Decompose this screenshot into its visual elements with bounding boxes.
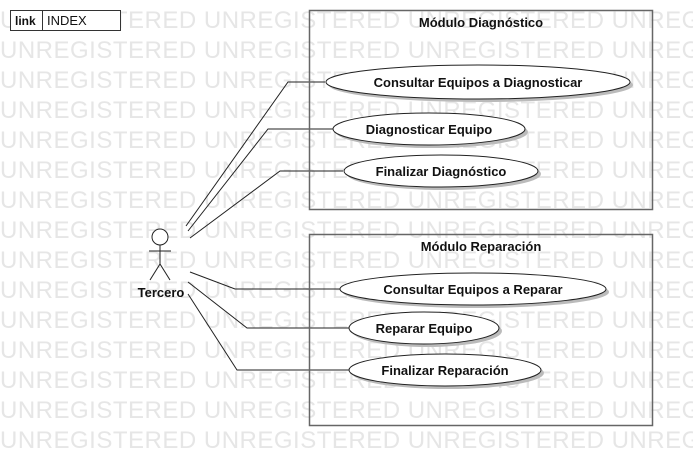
use-case-consultar-equipos-a-reparar[interactable]: Consultar Equipos a Reparar xyxy=(339,272,609,308)
tag-value: INDEX xyxy=(47,13,87,28)
use-case-label: Finalizar Reparación xyxy=(381,363,508,378)
actor-tercero[interactable] xyxy=(149,228,171,281)
package-reparacion[interactable]: Módulo Reparación Consultar Equipos a Re… xyxy=(308,233,654,427)
use-case-label: Finalizar Diagnóstico xyxy=(376,164,507,179)
watermark-text: UNREGISTERED UNREGISTERED UNREGISTERED U… xyxy=(0,427,693,454)
association-consultar-diagnosticar xyxy=(185,81,325,227)
watermark-text: UNREGISTERED UNREGISTERED UNREGISTERED U… xyxy=(0,217,693,244)
package-diagnostico[interactable]: Módulo Diagnóstico Consultar Equipos a D… xyxy=(308,9,654,211)
tag-box: link INDEX xyxy=(10,10,121,31)
use-case-label: Consultar Equipos a Diagnosticar xyxy=(374,75,583,90)
associations xyxy=(185,81,349,371)
use-case-finalizar-diagnostico[interactable]: Finalizar Diagnóstico xyxy=(343,154,541,190)
watermark-text: UNREGISTERED UNREGISTERED UNREGISTERED U… xyxy=(0,307,693,334)
use-case-consultar-equipos-a-diagnosticar[interactable]: Consultar Equipos a Diagnosticar xyxy=(325,64,633,102)
watermark-text: UNREGISTERED UNREGISTERED UNREGISTERED U… xyxy=(0,397,693,424)
watermark-text: UNREGISTERED UNREGISTERED UNREGISTERED U… xyxy=(0,247,693,274)
actor-head xyxy=(151,228,169,246)
use-case-diagnosticar-equipo[interactable]: Diagnosticar Equipo xyxy=(332,112,528,148)
tag-key: link xyxy=(15,14,36,28)
actor-label: Tercero xyxy=(138,285,185,300)
association-finalizar-diagnostico xyxy=(189,170,343,239)
package-title: Módulo Reparación xyxy=(421,239,542,254)
association-reparar-equipo xyxy=(187,281,349,329)
use-case-finalizar-reparacion[interactable]: Finalizar Reparación xyxy=(348,353,544,389)
association-finalizar-reparacion xyxy=(187,293,349,371)
watermark-text: UNREGISTERED UNREGISTERED UNREGISTERED U… xyxy=(0,37,693,64)
watermark-text: UNREGISTERED UNREGISTERED UNREGISTERED U… xyxy=(0,337,693,364)
use-case-label: Consultar Equipos a Reparar xyxy=(383,282,562,297)
association-diagnosticar-equipo xyxy=(187,128,335,232)
watermark-text: UNREGISTERED UNREGISTERED UNREGISTERED U… xyxy=(0,367,693,394)
watermark-text: UNREGISTERED UNREGISTERED UNREGISTERED U… xyxy=(0,97,693,124)
watermark-layer: UNREGISTERED UNREGISTERED UNREGISTERED U… xyxy=(0,7,693,454)
association-consultar-reparar xyxy=(189,271,342,290)
actor-right-leg xyxy=(159,263,171,281)
use-case-label: Diagnosticar Equipo xyxy=(366,122,492,137)
package-title: Módulo Diagnóstico xyxy=(419,15,543,30)
use-case-label: Reparar Equipo xyxy=(376,321,473,336)
actor-left-leg xyxy=(149,263,161,281)
use-case-reparar-equipo[interactable]: Reparar Equipo xyxy=(348,311,502,347)
